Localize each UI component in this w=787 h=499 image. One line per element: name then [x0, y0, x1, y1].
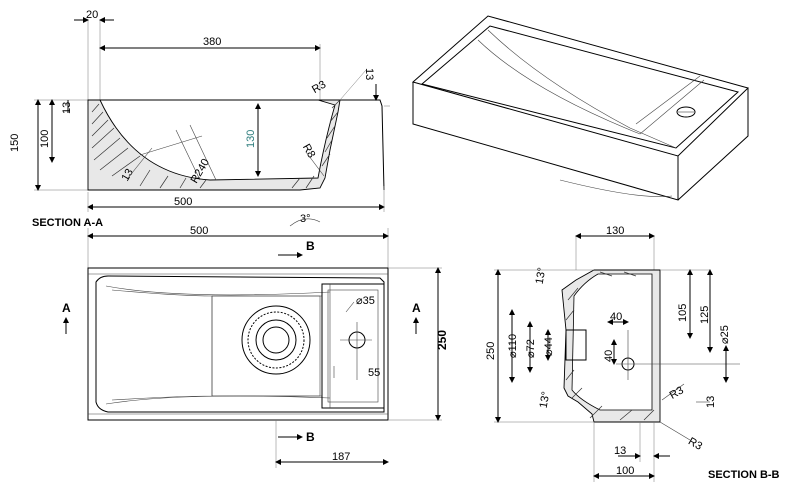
- dim-basin-length: 380: [203, 36, 221, 48]
- dim-hole-dia: ⌀25: [719, 325, 731, 344]
- dim-draft-angle: 3°: [300, 213, 311, 225]
- section-mark-a-left: A: [62, 301, 71, 315]
- dim-overall-length-aa: 500: [174, 196, 192, 208]
- section-aa-title: SECTION A-A: [32, 217, 103, 229]
- dim-wall-thickness: 13: [119, 167, 136, 184]
- section-mark-b-top: B: [306, 239, 315, 253]
- dim-top-offset: 20: [86, 9, 98, 21]
- dim-angle-top: 13°: [534, 267, 549, 285]
- section-bb-view: 130 250 ⌀110 ⌀72 ⌀44 13° 1: [485, 225, 780, 482]
- dim-overall-width: 250: [435, 330, 449, 350]
- dim-overall-length-plan: 500: [190, 225, 208, 237]
- hatch-left: [91, 103, 141, 177]
- dim-height-overall: 250: [485, 342, 497, 360]
- plan-view: 500 ⌀35 55 250: [62, 225, 449, 468]
- dim-overall-height: 150: [9, 134, 21, 152]
- dim-offset-v: 40: [603, 350, 615, 362]
- dim-top-width: 130: [606, 225, 624, 237]
- dim-lip: 13: [363, 68, 375, 80]
- hatch-bottom: [139, 169, 315, 189]
- dim-bottom-width: 100: [616, 465, 634, 477]
- section-mark-b-bottom: B: [306, 430, 315, 444]
- dim-radius-a: R3: [668, 384, 686, 401]
- dim-height-upper: 105: [677, 304, 689, 322]
- dim-hole-position: 187: [332, 451, 350, 463]
- dim-hole-offset: 55: [368, 367, 380, 379]
- dim-small-lip: 13: [705, 396, 717, 408]
- dim-radius-top: R3: [310, 79, 328, 96]
- dim-inner-height: 100: [39, 130, 51, 148]
- section-mark-a-right: A: [412, 301, 421, 315]
- dim-lip-bb: 13: [614, 445, 626, 457]
- dim-angle-bottom: 13°: [538, 391, 553, 409]
- hatch-bb: [565, 271, 655, 421]
- dim-dia-inner: ⌀44: [543, 337, 555, 356]
- hatch-right: [321, 99, 341, 167]
- dim-hole-diameter: ⌀35: [356, 295, 375, 307]
- isometric-view: [411, 15, 749, 201]
- dim-radius-b: R3: [686, 435, 704, 452]
- section-bb-title: SECTION B-B: [708, 469, 780, 481]
- section-aa-view: 20 380 150 100 13: [9, 9, 390, 229]
- dim-rim-thickness: 13: [61, 102, 73, 114]
- dim-dia-outer: ⌀110: [507, 334, 519, 358]
- dim-height-total: 125: [699, 306, 711, 324]
- dim-drop-height: 130: [245, 130, 257, 148]
- dim-dia-mid: ⌀72: [525, 339, 537, 358]
- dim-offset-h: 40: [610, 311, 622, 323]
